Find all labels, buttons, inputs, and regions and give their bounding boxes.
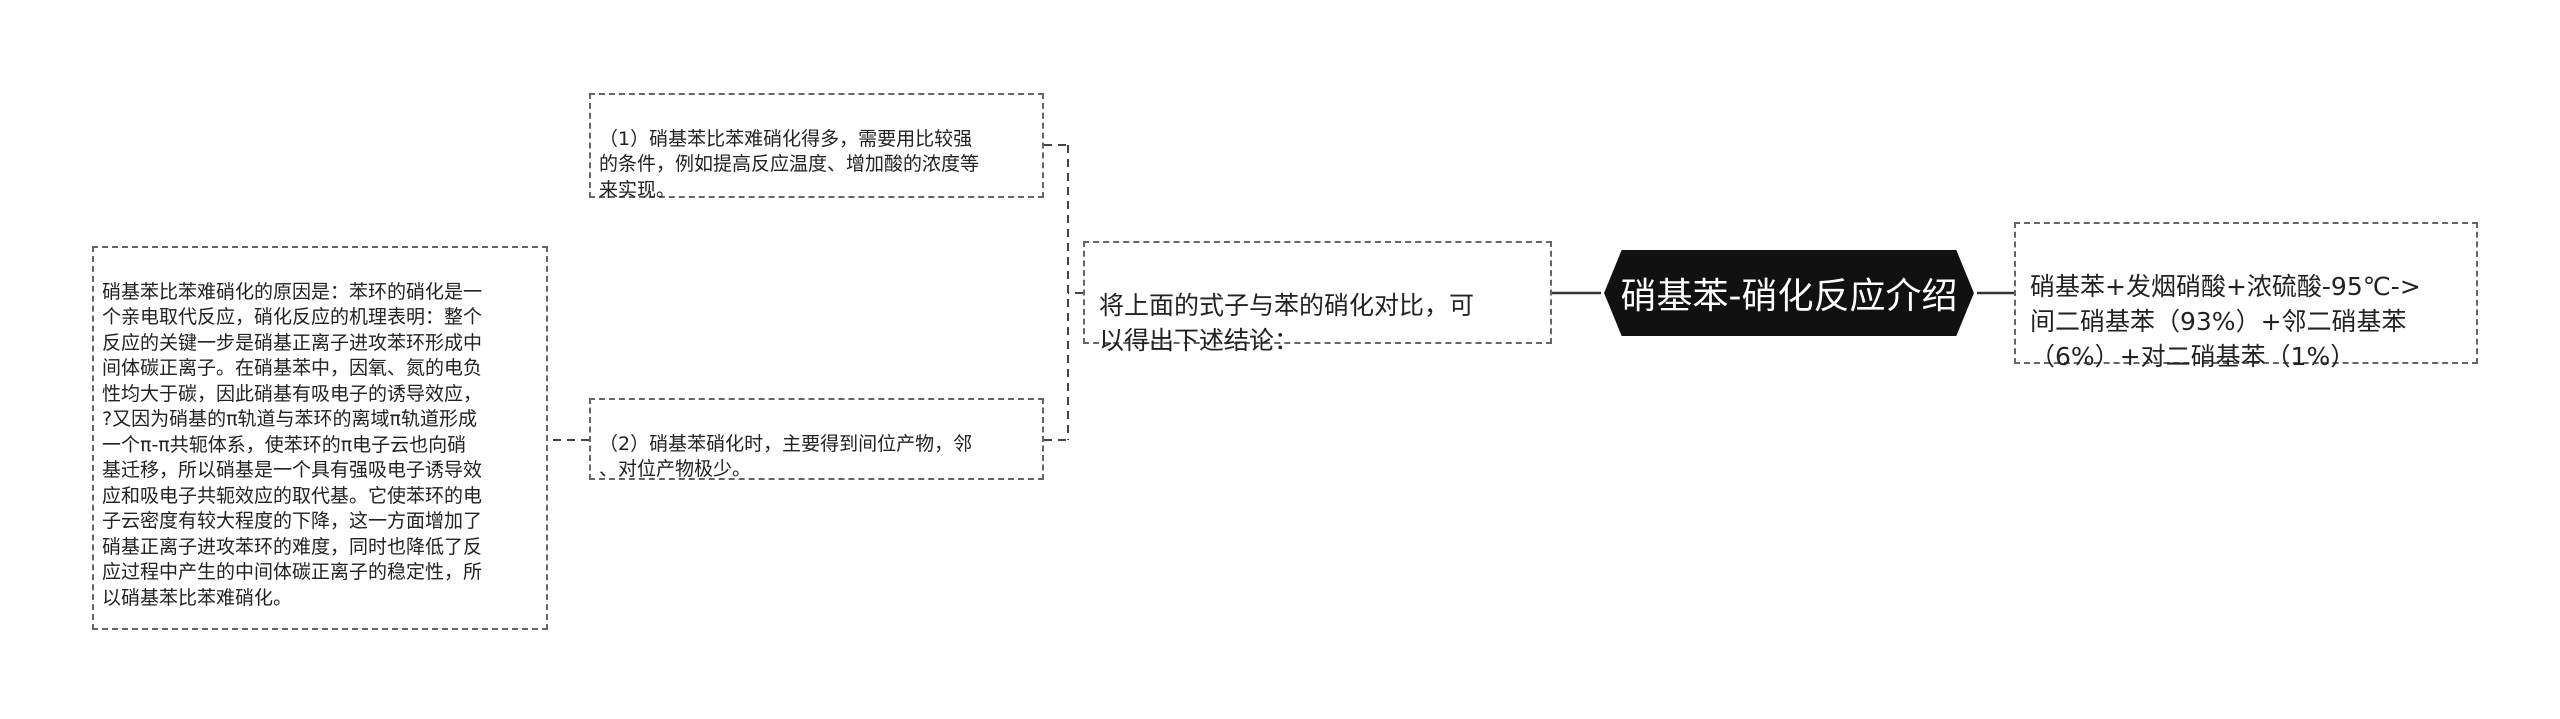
point-2-node[interactable]: （2）硝基苯硝化时，主要得到间位产物，邻 、对位产物极少。 xyxy=(589,398,1044,480)
point-1-node[interactable]: （1）硝基苯比苯难硝化得多，需要用比较强 的条件，例如提高反应温度、增加酸的浓度… xyxy=(589,93,1044,201)
left-node-text: 将上面的式子与苯的硝化对比，可 以得出下述结论： xyxy=(1099,291,1475,355)
right-node[interactable]: 硝基苯+发烟硝酸+浓硫酸-95℃-> 间二硝基苯（93%）+邻二硝基苯 （6%）… xyxy=(2014,222,2478,371)
reason-text: 硝基苯比苯难硝化的原因是：苯环的硝化是一 个亲电取代反应，硝化反应的机理表明：整… xyxy=(102,280,483,609)
connector-left-points xyxy=(1044,144,1083,441)
point-1-text: （1）硝基苯比苯难硝化得多，需要用比较强 的条件，例如提高反应温度、增加酸的浓度… xyxy=(599,127,980,201)
root-shape xyxy=(1601,248,1977,338)
left-node[interactable]: 将上面的式子与苯的硝化对比，可 以得出下述结论： xyxy=(1083,241,1552,355)
right-node-text: 硝基苯+发烟硝酸+浓硫酸-95℃-> 间二硝基苯（93%）+邻二硝基苯 （6%）… xyxy=(2030,272,2421,371)
root-node[interactable]: 硝基苯-硝化反应介绍 xyxy=(1601,247,1977,339)
reason-node[interactable]: 硝基苯比苯难硝化的原因是：苯环的硝化是一 个亲电取代反应，硝化反应的机理表明：整… xyxy=(92,246,548,630)
root-label: 硝基苯-硝化反应介绍 xyxy=(1620,276,1958,317)
point-2-text: （2）硝基苯硝化时，主要得到间位产物，邻 、对位产物极少。 xyxy=(599,432,973,481)
